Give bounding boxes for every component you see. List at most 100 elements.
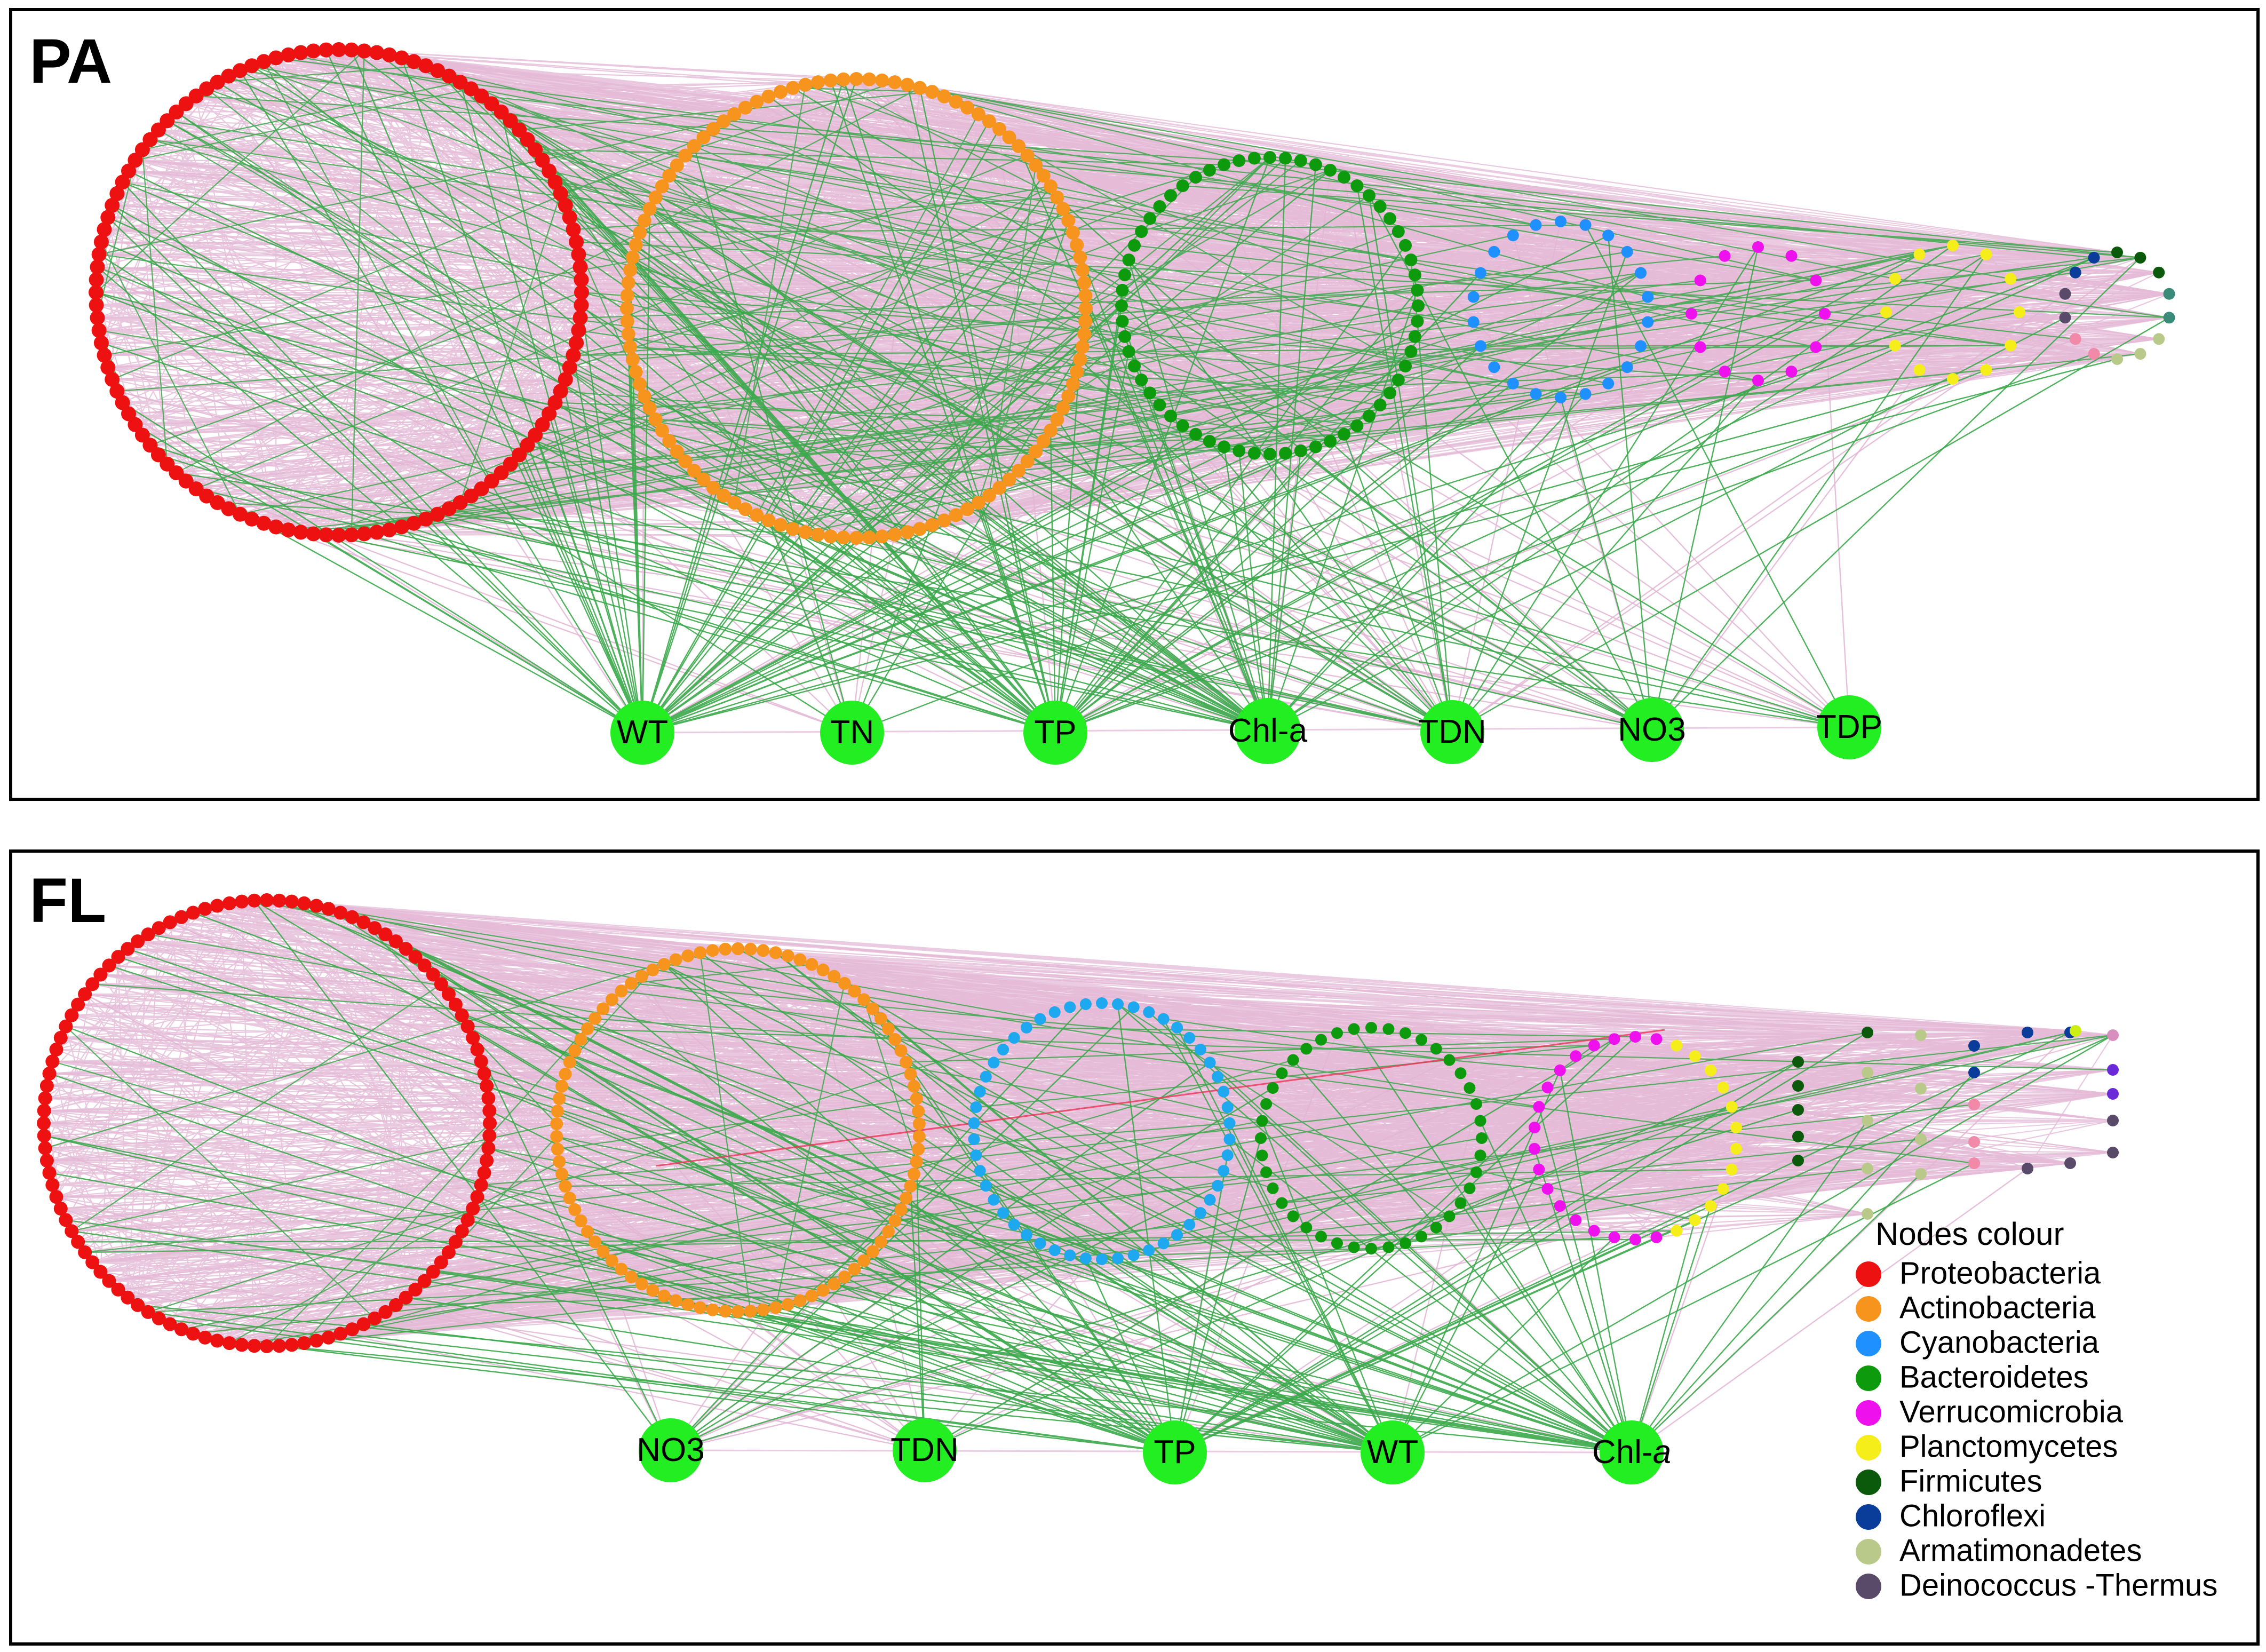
pa-module-6 (1880, 240, 2025, 385)
otu-node (37, 1103, 51, 1118)
otu-node (2107, 1064, 2119, 1076)
otu-node (1382, 1023, 1395, 1035)
otu-node (1363, 409, 1375, 423)
otu-node (333, 906, 348, 920)
otu-node (1075, 340, 1090, 354)
otu-node (1260, 1166, 1273, 1178)
otu-node (1889, 339, 1901, 352)
otu-node (284, 1338, 299, 1352)
otu-node (750, 94, 764, 109)
env-node-circle (1817, 695, 1881, 759)
otu-node (620, 301, 634, 315)
otu-node (1671, 1039, 1683, 1052)
otu-node (448, 997, 463, 1012)
otu-node (793, 953, 807, 966)
otu-node (974, 1085, 986, 1098)
otu-node (1077, 275, 1092, 290)
otu-node (696, 472, 711, 487)
otu-node (681, 949, 695, 963)
otu-node (520, 438, 535, 453)
otu-node (1464, 1182, 1476, 1194)
otu-node (1064, 1001, 1076, 1013)
env-node-label: TDP (1816, 709, 1882, 745)
otu-node (894, 1044, 908, 1057)
otu-node (1694, 274, 1706, 287)
env-node-circle (893, 1418, 957, 1482)
otu-node (1474, 340, 1486, 352)
env-node-circle (1023, 701, 1087, 765)
otu-node (605, 1254, 618, 1267)
otu-node (97, 222, 112, 237)
otu-node (1554, 1200, 1566, 1212)
otu-node (85, 1255, 100, 1269)
otu-node (210, 899, 224, 913)
otu-node (1050, 190, 1064, 204)
otu-node (988, 1057, 1000, 1069)
otu-node (816, 1284, 830, 1297)
otu-node (1300, 1221, 1313, 1234)
otu-node (971, 107, 985, 121)
otu-node (378, 927, 393, 942)
otu-node (131, 934, 145, 949)
otu-node (306, 43, 321, 59)
otu-node (2134, 348, 2146, 360)
otu-node (912, 1105, 925, 1118)
otu-node (648, 190, 663, 204)
otu-node (1294, 444, 1307, 457)
otu-node (558, 197, 573, 213)
otu-node (368, 921, 382, 935)
otu-node (1717, 1082, 1729, 1093)
otu-node (483, 1116, 497, 1130)
otu-node (574, 272, 589, 288)
panel-fl-label: FL (29, 865, 106, 936)
otu-node (615, 1262, 628, 1276)
otu-node (925, 518, 939, 532)
env-node-label-italic: a (1653, 1434, 1671, 1471)
otu-node (1029, 444, 1043, 459)
otu-node (1034, 1237, 1046, 1250)
otu-node (551, 1142, 564, 1156)
otu-node (1915, 1133, 1927, 1145)
otu-node (466, 1202, 480, 1216)
otu-node (344, 42, 359, 58)
otu-node (937, 513, 951, 528)
otu-node (121, 1290, 135, 1305)
otu-node (1324, 435, 1337, 448)
otu-node (1073, 352, 1087, 367)
env-node-wt: WT (610, 701, 674, 765)
otu-node (620, 288, 634, 303)
otu-node (1470, 1098, 1482, 1110)
otu-node (1412, 299, 1425, 312)
otu-node (997, 1044, 1009, 1055)
otu-node (152, 921, 166, 935)
otu-node (1078, 288, 1093, 303)
otu-node (1153, 200, 1166, 213)
otu-node (1792, 1155, 1804, 1166)
otu-node (757, 1303, 770, 1316)
panel-pa-otu-nodes (89, 42, 2175, 545)
otu-node (455, 1224, 469, 1238)
otu-node (706, 481, 720, 495)
otu-node (1529, 1142, 1540, 1155)
otu-node (1792, 1131, 1804, 1142)
otu-node (912, 1117, 926, 1131)
otu-node (1968, 1136, 1980, 1148)
otu-node (913, 81, 927, 95)
otu-node (912, 1142, 925, 1156)
otu-node (1050, 412, 1064, 426)
otu-node (1279, 447, 1292, 460)
otu-node (434, 1255, 448, 1269)
otu-node (970, 1101, 982, 1113)
otu-node (637, 213, 651, 228)
fl-module-4 (1255, 1022, 1488, 1254)
otu-node (1073, 250, 1087, 265)
otu-node (1127, 1001, 1140, 1013)
otu-node (178, 473, 194, 489)
otu-node (297, 896, 311, 910)
otu-node (186, 1327, 200, 1341)
otu-node (669, 1294, 682, 1307)
otu-node (474, 481, 489, 497)
otu-node (828, 970, 841, 983)
otu-node (1260, 1098, 1273, 1110)
otu-node (1287, 1054, 1299, 1066)
